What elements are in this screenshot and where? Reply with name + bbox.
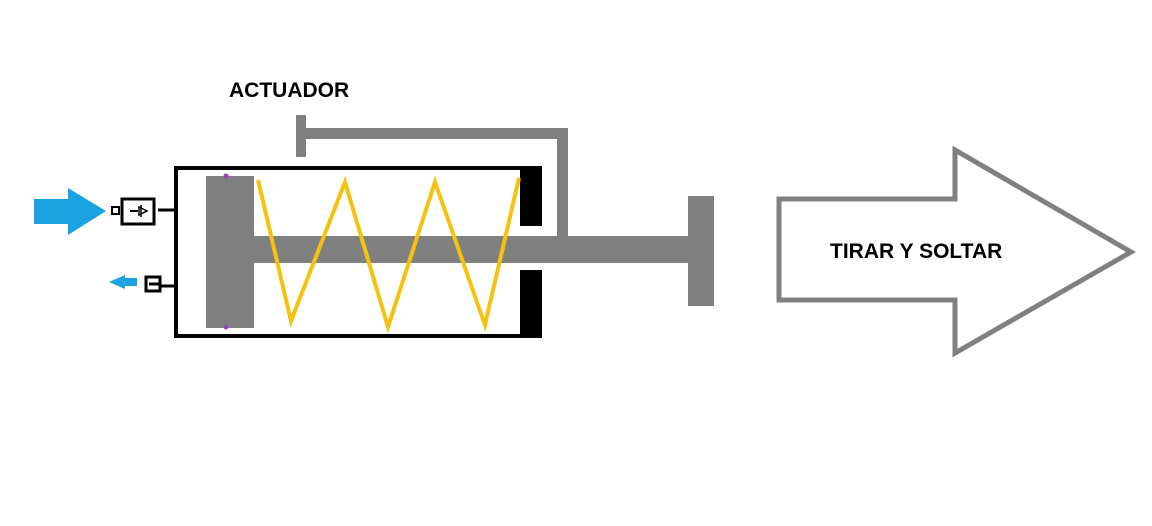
cylinder-body: [174, 166, 542, 338]
rod-end-plate: [688, 196, 714, 306]
spring: [256, 175, 521, 334]
seal-marks: [223, 173, 229, 330]
pull-release-label: TIRAR Y SOLTAR: [830, 240, 1002, 263]
exhaust-port: [144, 275, 176, 293]
end-cap-bottom: [520, 270, 542, 336]
actuator-bracket: [296, 115, 568, 252]
blue-arrow-left-icon: [109, 275, 137, 289]
inlet-port: [111, 197, 176, 226]
pull-release-arrow: [776, 145, 1137, 358]
check-valve-icon: [120, 197, 156, 226]
actuator-label: ACTUADOR: [229, 79, 349, 102]
end-cap-top: [520, 168, 542, 226]
piston: [206, 176, 714, 328]
piston-head: [206, 176, 254, 328]
piston-rod: [254, 236, 714, 263]
blue-arrow-right-icon: [34, 188, 106, 235]
